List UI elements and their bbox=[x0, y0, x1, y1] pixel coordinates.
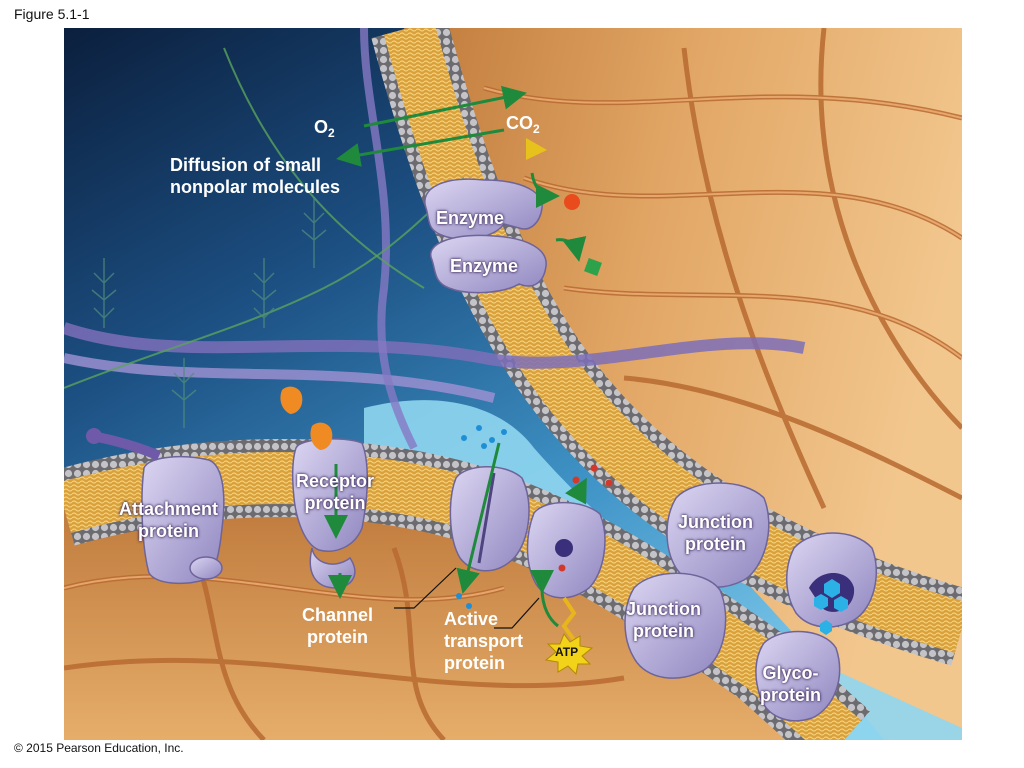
glycoprotein bbox=[755, 532, 878, 722]
bottom-cell-cytoplasm bbox=[64, 468, 824, 740]
o2-label: O2 bbox=[314, 117, 335, 140]
product-molecule bbox=[584, 258, 602, 276]
o2-diffusion-arrow bbox=[363, 85, 527, 128]
signal-molecule bbox=[310, 422, 333, 450]
substrate-triangle bbox=[526, 138, 547, 160]
junction-protein-bottom bbox=[624, 572, 727, 679]
atp-label: ATP bbox=[555, 645, 579, 659]
junction-top-label: Junction protein bbox=[678, 512, 753, 554]
channel-leader-line bbox=[394, 567, 457, 609]
ion-particles bbox=[456, 425, 507, 609]
attachment-label: Attachment protein bbox=[119, 499, 219, 541]
extracellular-matrix-fibers bbox=[62, 27, 806, 450]
active-transport-leader-line bbox=[494, 597, 540, 629]
membrane-diagram bbox=[53, 17, 973, 768]
attachment-protein bbox=[86, 428, 225, 585]
glycoprotein-label: Glyco- protein bbox=[760, 663, 821, 705]
junction-protein-top bbox=[666, 482, 770, 588]
enzyme-protein-top bbox=[424, 178, 543, 240]
copyright-notice: © 2015 Pearson Education, Inc. bbox=[14, 741, 184, 755]
intermediate-molecule bbox=[564, 194, 580, 210]
channel-protein bbox=[449, 442, 530, 594]
enzyme-top-label: Enzyme bbox=[436, 208, 505, 228]
junction-bottom-label: Junction protein bbox=[626, 599, 701, 641]
atp-burst bbox=[544, 632, 594, 676]
membrane-illustration: O2 CO2 Diffusion of small nonpolar molec… bbox=[53, 17, 973, 768]
receptor-label: Receptor protein bbox=[296, 471, 375, 513]
diffusion-label: Diffusion of small nonpolar molecules bbox=[170, 155, 341, 197]
co2-label: CO2 bbox=[506, 113, 540, 136]
co2-diffusion-arrow bbox=[336, 128, 505, 167]
receptor-protein bbox=[291, 422, 368, 599]
enzyme-bottom-label: Enzyme bbox=[450, 256, 519, 276]
active-transport-protein bbox=[526, 477, 606, 628]
active-transport-label: Active transport protein bbox=[444, 609, 524, 673]
enzyme-protein-bottom bbox=[429, 234, 547, 294]
figure-label: Figure 5.1-1 bbox=[14, 6, 90, 22]
channel-label: Channel protein bbox=[302, 605, 374, 647]
